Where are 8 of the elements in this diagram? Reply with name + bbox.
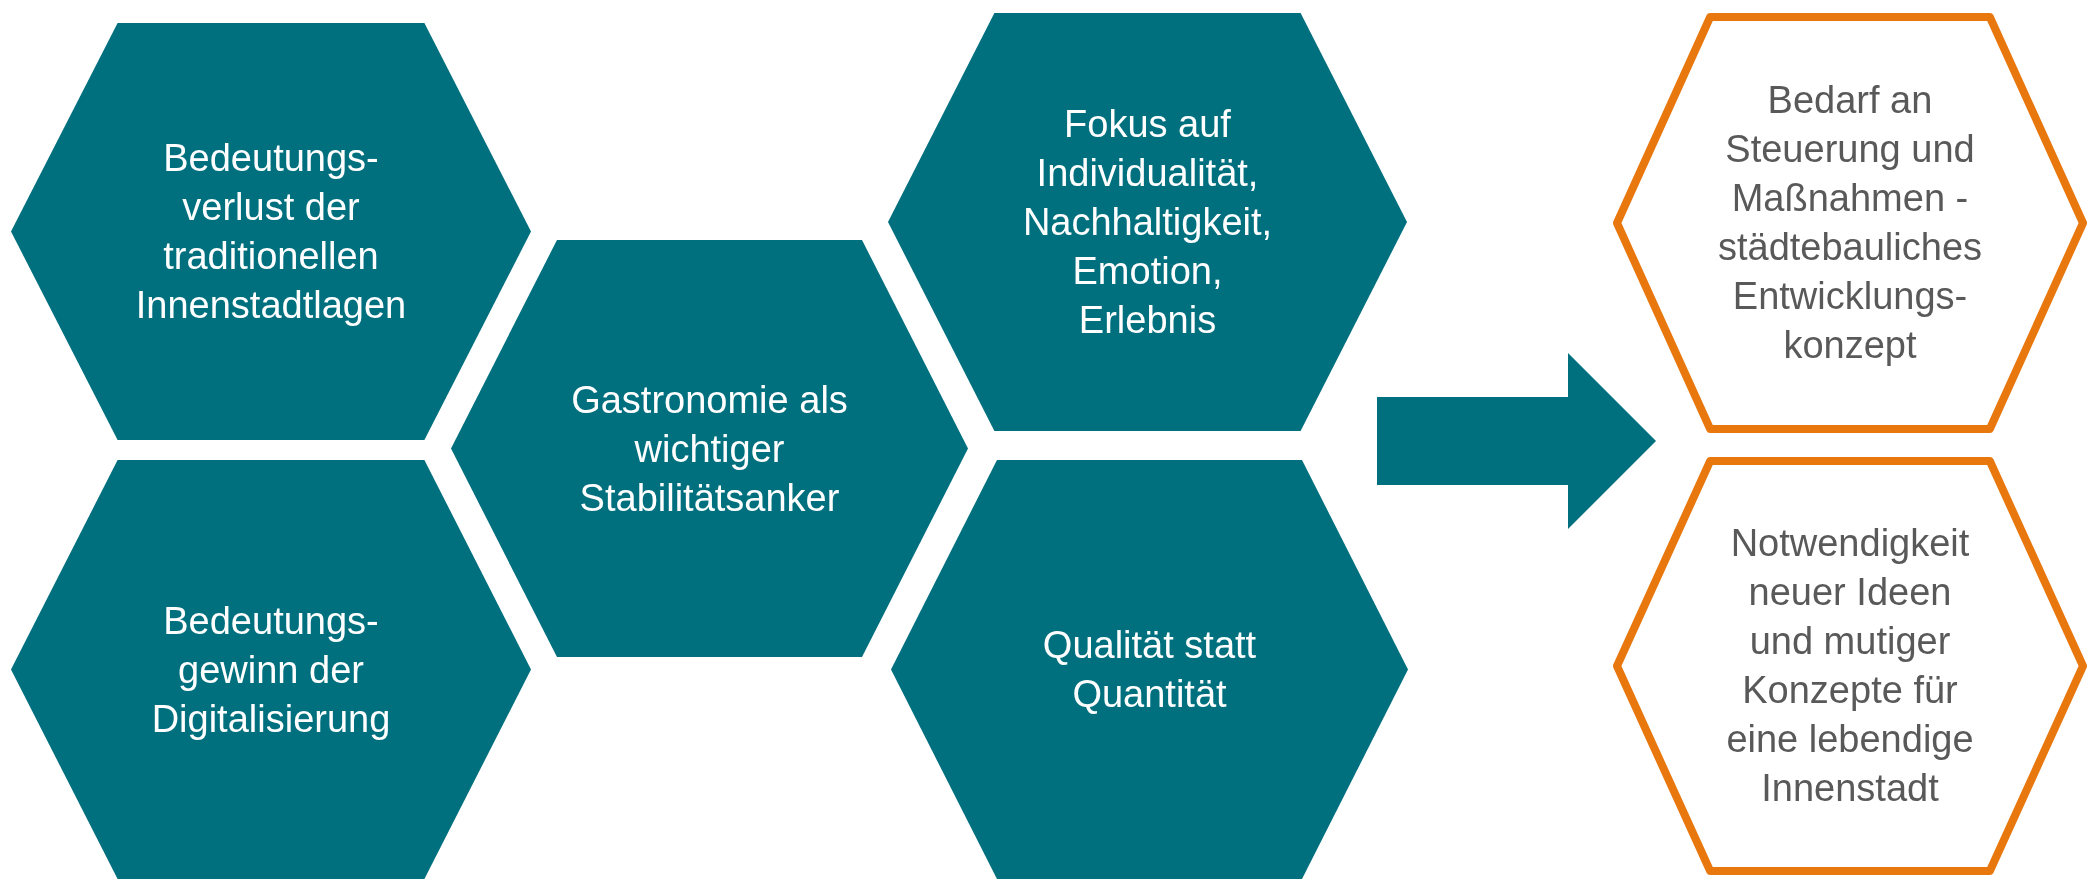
hexagon-label: Bedeutungs- gewinn der Digitalisierung — [150, 598, 392, 742]
hexagon-label: Bedeutungs- verlust der traditionellen Innenstadtlagen — [134, 135, 408, 328]
hexagon-label: Qualität statt Quantität — [1041, 622, 1258, 717]
hexagon-label: Notwendigkeit neuer Ideen und mutiger Konzepte für eine lebendige Innenstadt — [1725, 521, 1975, 811]
hexagon-label: Gastronomie als wichtiger Stabilitätsanker — [570, 377, 849, 520]
hexagon-label: Bedarf an Steuerung und Maßnahmen - städtebauliches Entwicklungs- konzept — [1716, 78, 1984, 368]
hexagon-label: Fokus auf Individualität, Nachhaltigkeit, Emotion, Erlebnis — [1021, 101, 1274, 343]
block-arrow — [1377, 353, 1656, 529]
